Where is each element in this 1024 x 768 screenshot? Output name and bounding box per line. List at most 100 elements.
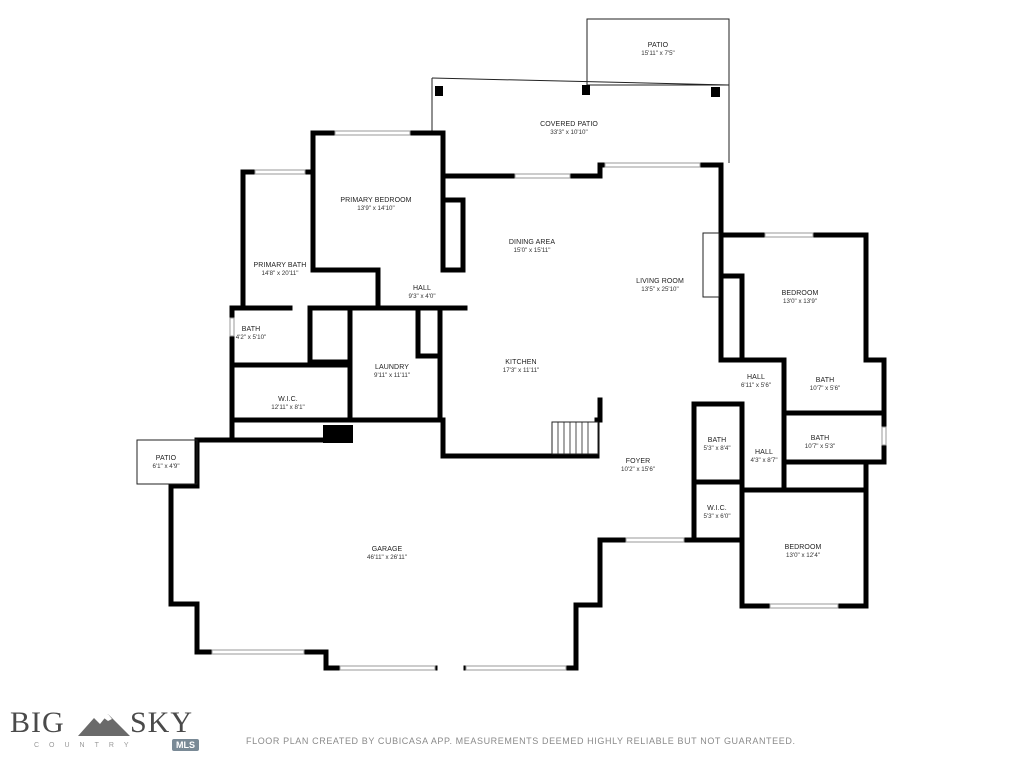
svg-text:PRIMARY BEDROOM: PRIMARY BEDROOM [340, 197, 411, 204]
wall [781, 357, 887, 416]
window [764, 232, 814, 238]
svg-text:BATH: BATH [816, 377, 835, 384]
svg-text:BEDROOM: BEDROOM [782, 290, 819, 297]
big-sky-country-mls-logo: BIG SKY COUNTRY MLS [10, 706, 200, 756]
room-label-primary-bedroom: PRIMARY BEDROOM 13'9" x 14'10" [340, 197, 411, 212]
svg-text:BEDROOM: BEDROOM [785, 544, 822, 551]
logo-tagline: COUNTRY [34, 742, 139, 749]
wall [463, 537, 697, 671]
window [334, 130, 411, 136]
post [711, 87, 720, 97]
window [604, 162, 701, 168]
svg-text:46'11" x 26'11": 46'11" x 26'11" [367, 554, 407, 561]
svg-text:GARAGE: GARAGE [372, 546, 403, 553]
window [339, 665, 436, 671]
svg-text:33'3" x 10'10": 33'3" x 10'10" [550, 129, 587, 136]
svg-text:13'5" x 25'10": 13'5" x 25'10" [641, 286, 678, 293]
svg-text:10'2" x 15'6": 10'2" x 15'6" [621, 466, 655, 473]
patio-top-outline [586, 18, 730, 86]
svg-text:13'9" x 14'10": 13'9" x 14'10" [357, 205, 394, 212]
post [582, 85, 590, 95]
covered-patio-top-edge [431, 77, 730, 86]
room-label-bath-2: BATH 10'7" x 5'6" [810, 377, 841, 392]
logo-word-sky: SKY [130, 706, 194, 739]
svg-text:4'2" x 5'10": 4'2" x 5'10" [236, 334, 267, 341]
post [435, 86, 443, 96]
svg-text:LAUNDRY: LAUNDRY [375, 364, 409, 371]
room-label-patio-top: PATIO 15'11" x 7'5" [641, 42, 674, 57]
svg-text:KITCHEN: KITCHEN [505, 359, 536, 366]
floor-plan-disclaimer: FLOOR PLAN CREATED BY CUBICASA APP. MEAS… [246, 736, 796, 746]
patio-left-outline [136, 439, 198, 485]
wall [691, 232, 887, 609]
svg-text:BATH: BATH [242, 326, 261, 333]
mountain-icon [78, 714, 130, 736]
svg-text:PATIO: PATIO [156, 455, 177, 462]
svg-text:DINING AREA: DINING AREA [509, 239, 555, 246]
room-label-kitchen: KITCHEN 17'3" x 11'11" [503, 359, 539, 374]
svg-text:HALL: HALL [413, 285, 431, 292]
wall [718, 273, 745, 361]
room-label-bath-small: BATH 4'2" x 5'10" [236, 326, 267, 341]
svg-text:12'11" x 8'1": 12'11" x 8'1" [271, 404, 304, 411]
room-label-wic-1: W.I.C. 12'11" x 8'1" [271, 396, 304, 411]
svg-text:10'7" x 5'3": 10'7" x 5'3" [805, 443, 836, 450]
svg-text:9'11" x 11'11": 9'11" x 11'11" [374, 372, 410, 379]
room-label-laundry: LAUNDRY 9'11" x 11'11" [374, 364, 410, 379]
wall [691, 401, 745, 543]
svg-text:6'1" x 4'9": 6'1" x 4'9" [152, 463, 179, 470]
svg-text:FOYER: FOYER [626, 458, 651, 465]
room-label-living-room: LIVING ROOM 13'5" x 25'10" [636, 278, 684, 293]
room-label-hall-3: HALL 4'3" x 8'7" [750, 449, 777, 464]
room-label-bedroom-2: BEDROOM 13'0" x 12'4" [785, 544, 822, 559]
window [211, 649, 305, 655]
wall [229, 362, 353, 423]
svg-text:13'0" x 13'9": 13'0" x 13'9" [783, 298, 817, 305]
window [514, 173, 571, 179]
stairs [551, 421, 599, 455]
room-label-dining-area: DINING AREA 15'0" x 15'11" [509, 239, 555, 254]
room-label-bath-4: BATH 10'7" x 5'3" [805, 435, 836, 450]
logo-mls-badge: MLS [172, 739, 199, 751]
wall [440, 173, 466, 273]
svg-text:5'3" x 8'4": 5'3" x 8'4" [703, 445, 730, 452]
logo-word-big: BIG [10, 706, 65, 739]
svg-text:W.I.C.: W.I.C. [278, 396, 298, 403]
room-label-bedroom-1: BEDROOM 13'0" x 13'9" [782, 290, 819, 305]
room-label-patio-left: PATIO 6'1" x 4'9" [152, 455, 179, 470]
wall [168, 437, 438, 671]
svg-text:BATH: BATH [811, 435, 830, 442]
room-label-wic-2: W.I.C. 5'3" x 6'0" [703, 505, 730, 520]
svg-text:5'3" x 6'0": 5'3" x 6'0" [703, 513, 730, 520]
svg-text:PRIMARY BATH: PRIMARY BATH [254, 262, 307, 269]
room-label-hall-2: HALL 6'11" x 5'6" [741, 374, 771, 389]
wall [194, 130, 316, 443]
room-label-garage: GARAGE 46'11" x 26'11" [367, 546, 407, 561]
svg-text:BATH: BATH [708, 437, 727, 444]
svg-text:HALL: HALL [747, 374, 765, 381]
svg-text:COVERED PATIO: COVERED PATIO [540, 121, 598, 128]
svg-text:15'0" x 15'11": 15'0" x 15'11" [514, 247, 551, 254]
svg-text:13'0" x 12'4": 13'0" x 12'4" [786, 552, 820, 559]
wall [307, 305, 353, 365]
room-label-covered-patio: COVERED PATIO 33'3" x 10'10" [540, 121, 598, 136]
svg-text:9'3" x 4'0": 9'3" x 4'0" [408, 293, 435, 300]
svg-text:4'3" x 8'7": 4'3" x 8'7" [750, 457, 777, 464]
svg-text:LIVING ROOM: LIVING ROOM [636, 278, 684, 285]
wall [310, 169, 381, 311]
window [881, 426, 887, 446]
wall [415, 305, 443, 359]
fireplace [702, 232, 720, 298]
room-label-foyer: FOYER 10'2" x 15'6" [621, 458, 655, 473]
svg-text:15'11" x 7'5": 15'11" x 7'5" [641, 50, 674, 57]
room-label-hall-1: HALL 9'3" x 4'0" [408, 285, 435, 300]
svg-text:HALL: HALL [755, 449, 773, 456]
svg-text:14'8" x 20'11": 14'8" x 20'11" [262, 270, 299, 277]
room-label-bath-3: BATH 5'3" x 8'4" [703, 437, 730, 452]
window [465, 665, 567, 671]
wall [440, 130, 724, 238]
room-label-primary-bath: PRIMARY BATH 14'8" x 20'11" [254, 262, 307, 277]
window [229, 317, 235, 337]
window [625, 537, 685, 543]
